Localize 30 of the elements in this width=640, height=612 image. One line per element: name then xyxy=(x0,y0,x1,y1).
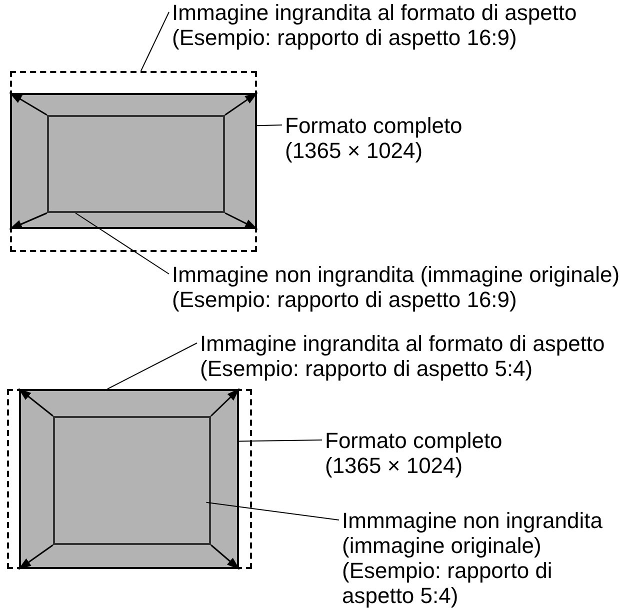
callout-text: Formato completo xyxy=(285,113,462,138)
callout-text: (immagine originale) xyxy=(342,533,542,558)
callout-text: (Esempio: rapporto di aspetto 5:4) xyxy=(342,558,554,608)
arrow xyxy=(210,544,240,570)
leader-line xyxy=(140,12,170,72)
full-format-frame xyxy=(10,93,257,229)
callout-text: Immagine non ingrandita (immagine originale) xyxy=(172,262,620,287)
leader-line xyxy=(106,342,198,390)
callout-text: (1365 × 1024) xyxy=(325,453,463,478)
callout-text: Formato completo xyxy=(325,428,502,453)
callout-text: (Esempio: rapporto di aspetto 5:4) xyxy=(200,356,533,381)
arrow xyxy=(224,92,258,116)
leader-line xyxy=(256,124,282,126)
arrow xyxy=(18,388,54,417)
original-image-frame xyxy=(53,416,211,545)
callout-text: Immagine ingrandita al formato di aspetto xyxy=(172,0,577,25)
leader-line xyxy=(238,440,322,442)
original-image-frame xyxy=(47,115,225,213)
arrow xyxy=(224,212,258,230)
callout-text: Immmagine non ingrandita xyxy=(342,508,602,533)
callout-text: (1365 × 1024) xyxy=(285,138,423,163)
enlarged-image-outline xyxy=(10,71,257,252)
leader-line xyxy=(206,502,340,520)
callout-text: (Esempio: rapporto di aspetto 16:9) xyxy=(172,287,517,312)
arrow xyxy=(210,388,240,417)
arrow xyxy=(9,92,48,116)
arrow xyxy=(9,212,48,230)
callout-text: Immagine ingrandita al formato di aspetto xyxy=(200,331,605,356)
arrow xyxy=(18,544,54,570)
callout-text: (Esempio: rapporto di aspetto 16:9) xyxy=(172,25,517,50)
